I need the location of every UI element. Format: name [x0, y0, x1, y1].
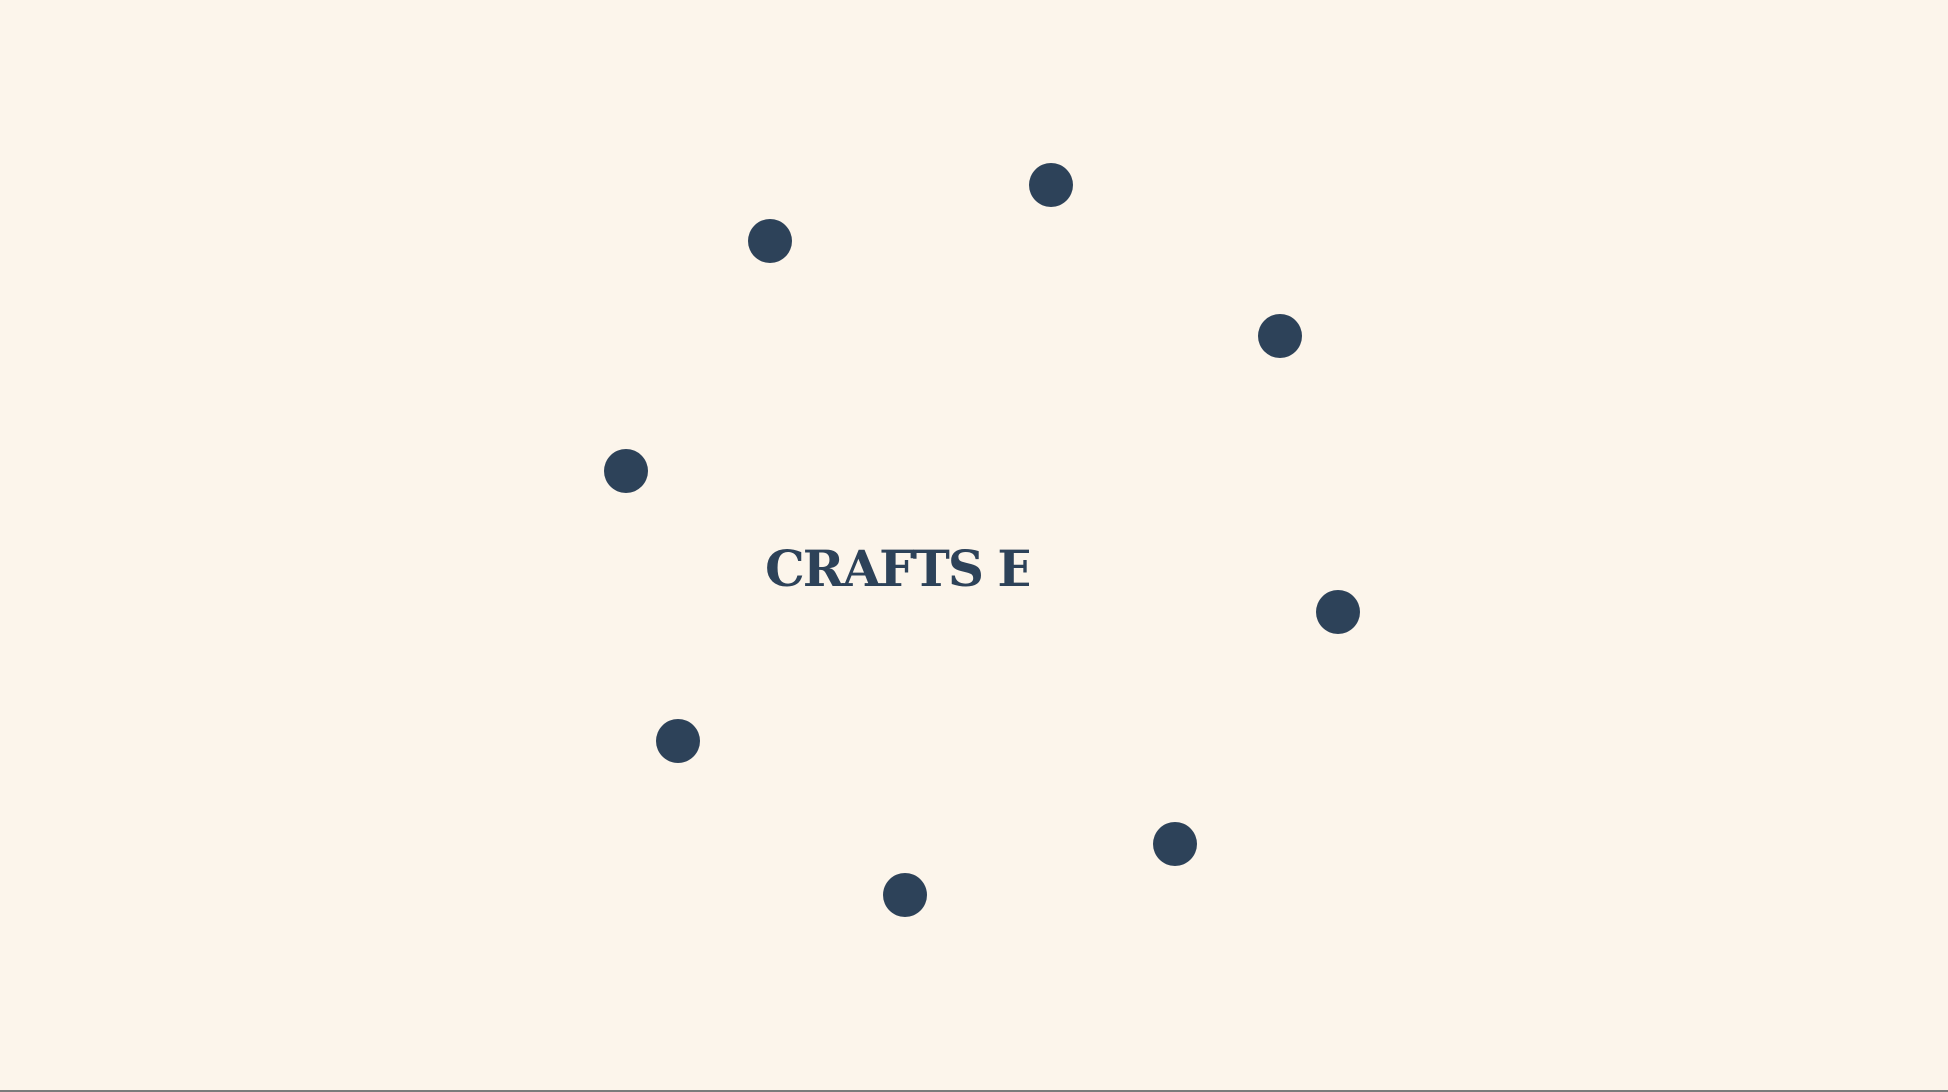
loader-dot — [1258, 314, 1302, 358]
loader-dot — [604, 449, 648, 493]
loading-title: CRAFTS E — [765, 539, 1029, 598]
loader-dot — [883, 873, 927, 917]
loader-dot — [1153, 822, 1197, 866]
loader-dot — [1029, 163, 1073, 207]
loader-dot — [656, 719, 700, 763]
bottom-divider — [0, 1090, 1948, 1092]
loading-title-mask: CRAFTS E — [765, 538, 1029, 600]
loader-dot — [748, 219, 792, 263]
loader-dot — [1316, 590, 1360, 634]
